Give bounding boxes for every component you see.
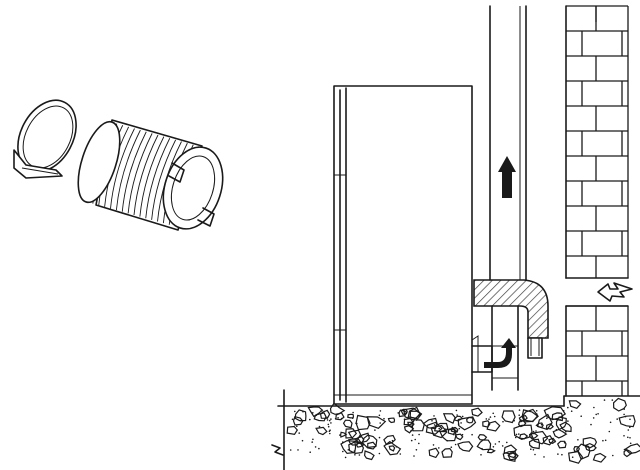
hose-clamp-icon: [13, 99, 77, 179]
concrete-floor-icon: [271, 389, 640, 470]
brick-wall-icon: [565, 5, 629, 397]
flexible-duct-icon: [77, 119, 224, 231]
appliance-cabinet-icon: [333, 85, 493, 405]
flue-pipe-icon: [473, 5, 549, 391]
zigzag-arrow-icon: [597, 282, 633, 302]
curved-arrow-icon: [484, 338, 516, 368]
arrow-up-icon: [498, 156, 516, 198]
